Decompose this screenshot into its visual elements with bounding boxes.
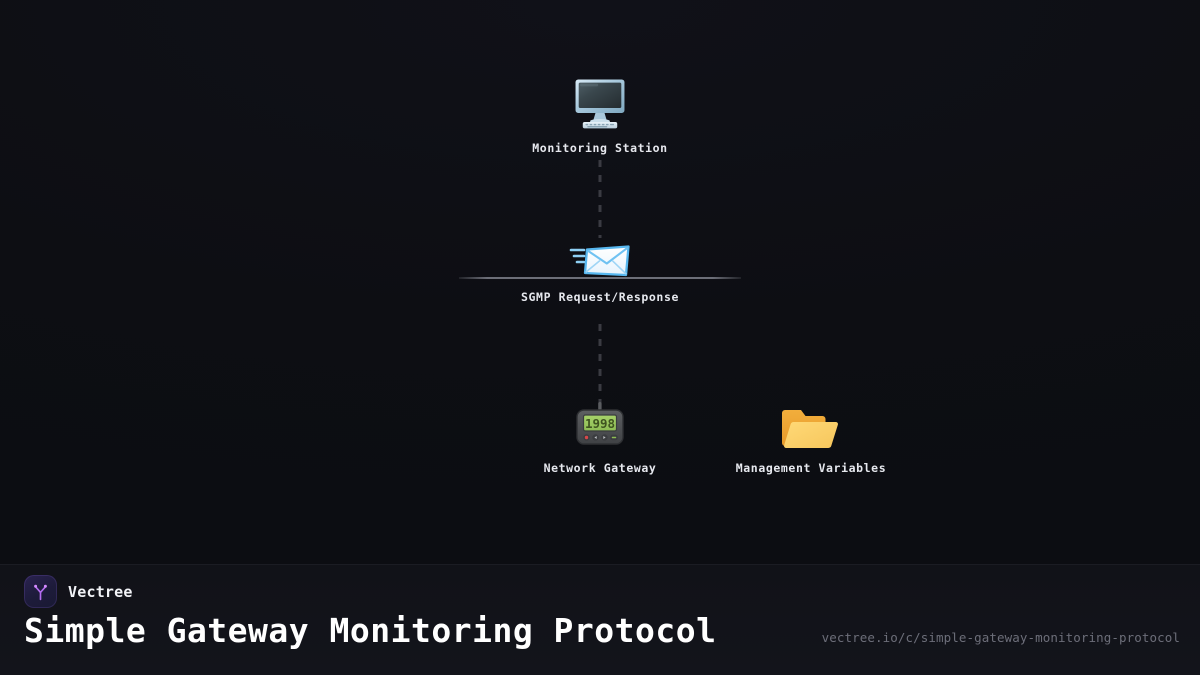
page-url: vectree.io/c/simple-gateway-monitoring-p… <box>821 630 1180 645</box>
vectree-logo-icon <box>24 575 57 608</box>
node-label-management-variables: Management Variables <box>735 461 887 475</box>
message-rail-divider <box>459 277 741 279</box>
node-management-variables[interactable]: Management Variables <box>691 402 931 475</box>
pager-display-text: 1998 <box>585 416 615 431</box>
node-network-gateway[interactable]: 1998 Network Gateway <box>480 402 720 475</box>
brand-name: Vectree <box>68 582 133 601</box>
desktop-computer-icon <box>480 74 720 132</box>
node-label-sgmp-message: SGMP Request/Response <box>521 290 679 304</box>
diagram-stage: Monitoring Station <box>459 74 931 475</box>
pager-icon: 1998 <box>480 402 720 452</box>
node-sgmp-message[interactable]: SGMP Request/Response <box>480 244 720 304</box>
title-row: Simple Gateway Monitoring Protocol vectr… <box>24 611 1180 650</box>
open-folder-icon <box>691 402 931 452</box>
incoming-envelope-icon <box>480 244 720 278</box>
footer-bar: Vectree Simple Gateway Monitoring Protoc… <box>0 564 1200 675</box>
node-monitoring-station[interactable]: Monitoring Station <box>480 74 720 155</box>
connector-message-to-gateway <box>598 324 602 406</box>
page-title: Simple Gateway Monitoring Protocol <box>24 611 717 650</box>
node-label-network-gateway: Network Gateway <box>543 461 657 475</box>
brand-row[interactable]: Vectree <box>24 575 133 608</box>
node-label-monitoring-station: Monitoring Station <box>532 141 668 155</box>
connector-monitoring-to-message <box>598 160 602 238</box>
